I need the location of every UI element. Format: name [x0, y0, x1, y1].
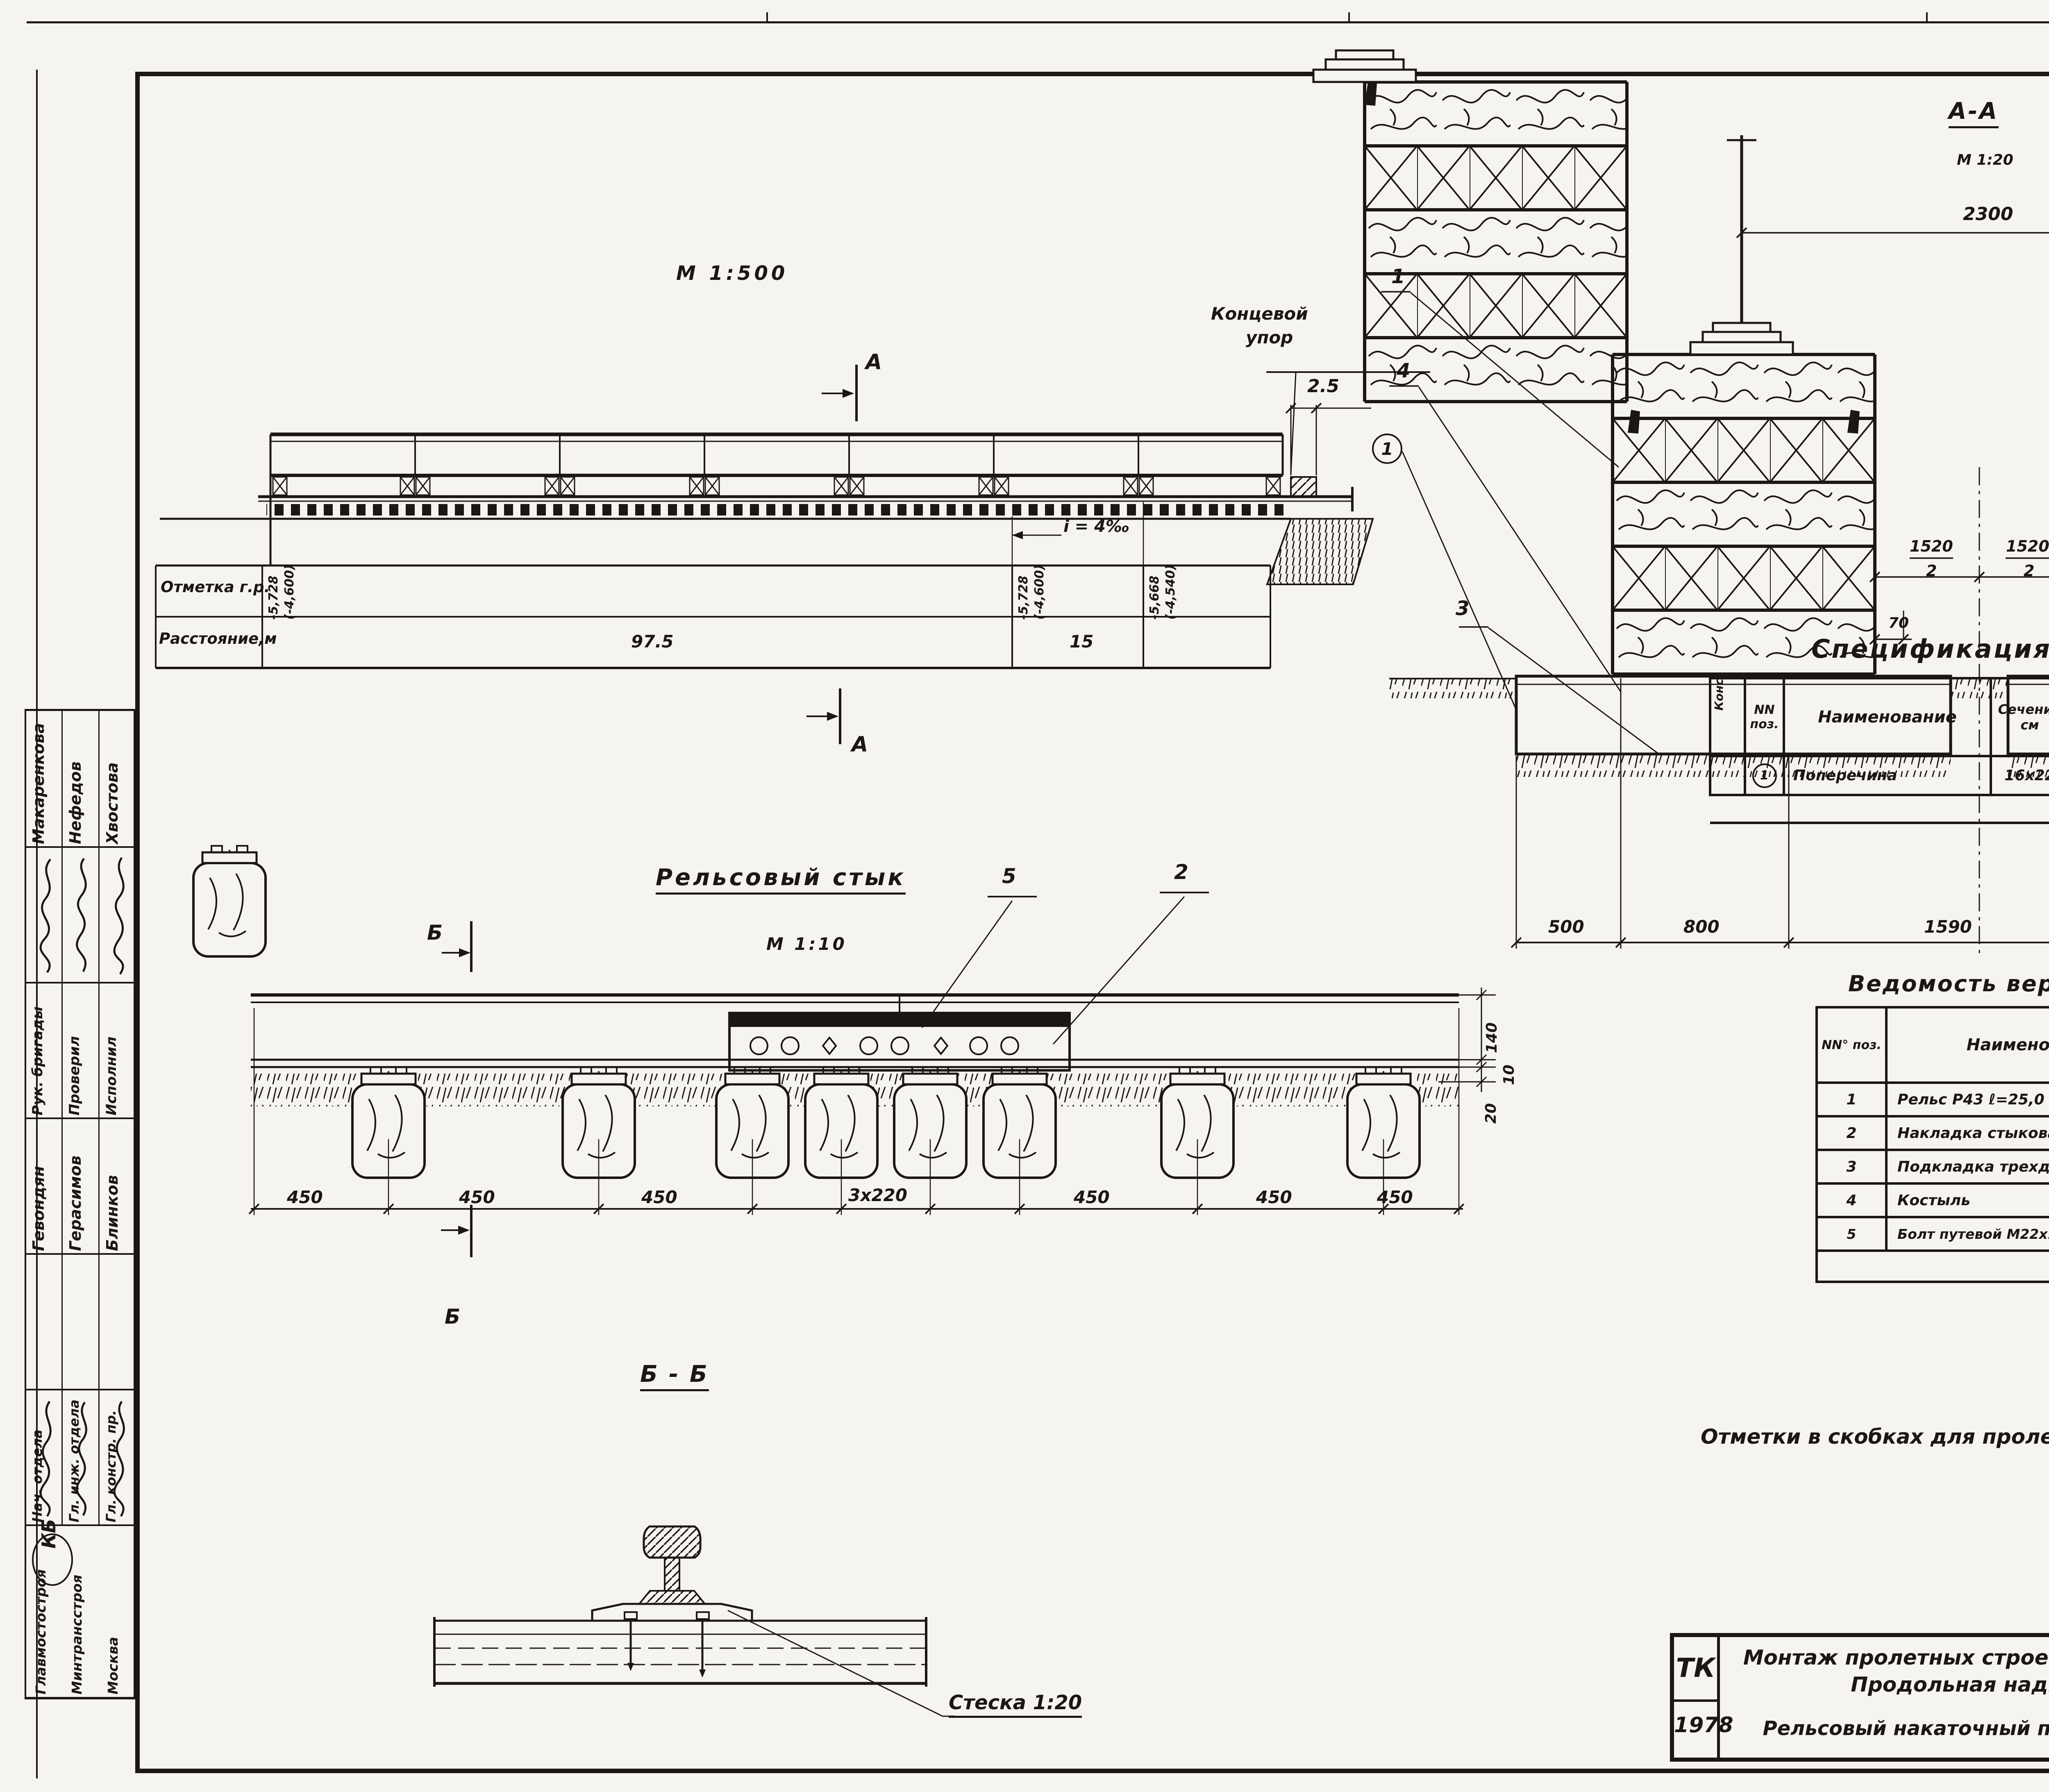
dim-70-left: 70 [1888, 615, 1909, 631]
sheet-left-edge [36, 70, 38, 1778]
elevation-linework [155, 365, 1430, 744]
sidebar-name-2: Нефедов [66, 761, 84, 844]
track-row-5: 5 Болт путевой М22х135 с гайкой 192 0,65… [1815, 1216, 2049, 1252]
sidebar-name-5: Герасимов [66, 1155, 84, 1251]
sheet-top-edge [27, 21, 2049, 23]
dim-450-2: 450 [459, 1187, 495, 1207]
fold-tick-3 [1926, 12, 1928, 21]
dim-450-3: 450 [641, 1187, 677, 1207]
signature-scribble [39, 1401, 52, 1517]
org-line-2: Минтрансстроя [69, 1574, 85, 1694]
row-elevation-label: Отметка г.р. [161, 578, 270, 596]
spec-col-constr: Констр. [1712, 678, 1726, 711]
dim-1520-right: 1520 [2006, 537, 2049, 555]
spec-table-title: Спецификация лесоматериалов [1811, 634, 2049, 664]
spec-cell-name: Поперечина [1783, 755, 1992, 796]
callout-5: 5 [1002, 864, 1016, 888]
section-bb-title: Б - Б [640, 1361, 709, 1392]
section-aa-scale: М 1:20 [1957, 152, 2013, 168]
rail-joint-linework [192, 845, 1496, 1257]
spec-col-pos: NN поз. [1744, 677, 1785, 757]
section-b-letter-bottom: Б [445, 1305, 461, 1329]
title-line-3: Рельсовый накаточный путь на насыпи. [1763, 1717, 2049, 1740]
spec-table: Констр. NN поз. Наименование Сечение см … [1709, 677, 2049, 824]
track-row-2: 2 Накладка стыковая 32 15,6 499 [1815, 1115, 2049, 1151]
fold-tick-1 [766, 12, 768, 21]
dim-1590: 1590 [1924, 917, 1972, 937]
dim-450-6: 450 [1377, 1187, 1413, 1207]
sidebar-role-6: Гл. констр. пр. [103, 1410, 119, 1522]
dim-2300: 2300 [1963, 204, 2013, 225]
signature-scribble [113, 857, 125, 975]
org-logo: КБ [32, 1519, 73, 1586]
row-distance-label: Расстояние,м [159, 630, 277, 647]
sidebar-role-4: Нач. отдела [30, 1429, 45, 1522]
drawing-frame [135, 72, 2049, 1773]
dim-1520-left: 1520 [1910, 537, 1953, 555]
sidebar-name-3: Хвостова [103, 762, 121, 844]
org-line-3: Москва [105, 1637, 121, 1694]
end-stop-label-2: упор [1246, 327, 1293, 347]
distance-value-2: 15 [1070, 631, 1094, 652]
section-bb-linework [433, 1525, 955, 1717]
end-stop-label-1: Концевой [1211, 304, 1308, 324]
spec-col-name: Наименование [1783, 677, 1992, 757]
doc-type: ТК [1676, 1653, 1715, 1683]
title-line-2: Продольная надвижка. [1851, 1673, 2049, 1697]
dim-450-5: 450 [1256, 1187, 1292, 1207]
track-row-4: 4 Костыль 3216 0,38 1220 [1815, 1182, 2049, 1218]
sidebar-name-6: Блинков [103, 1175, 121, 1251]
section-a-letter-top: А [865, 350, 882, 375]
sidebar-name-1: Макаренкова [30, 723, 48, 844]
track-col-name: Наименование [1885, 1006, 2049, 1084]
slope-label: i = 4‰ [1063, 517, 1130, 536]
dim-800-left: 800 [1683, 917, 1720, 937]
dim-3x220: 3х220 [848, 1185, 907, 1205]
dim-450-4: 450 [1074, 1187, 1110, 1207]
section-aa-title: А-А [1949, 98, 1999, 129]
callout-3: 3 [1456, 597, 1470, 620]
fold-tick-2 [1348, 12, 1350, 21]
sidebar-role-1: Рук. бригады [30, 1006, 46, 1115]
track-table: NN° поз. Наименование Кол. шт. Масса кг … [1815, 1006, 2049, 1283]
sidebar-role-2: Проверил [66, 1036, 83, 1115]
dim-450-1: 450 [287, 1187, 323, 1207]
rail-joint-title: Рельсовый стык [656, 864, 906, 895]
section-b-letter-top: Б [427, 921, 443, 945]
callout-circle-1: 1 [1372, 434, 1402, 464]
rail-joint-scale: М 1:10 [766, 934, 847, 954]
dim-end-stop: 2.5 [1307, 376, 1339, 397]
track-col-pos: NN° поз. [1815, 1006, 1888, 1084]
signature-scribble [76, 1401, 87, 1516]
sidebar-role-3: Исполнил [103, 1036, 120, 1115]
spec-cell-pos: 1 [1744, 755, 1785, 796]
elevation-scale-label: М 1:500 [676, 262, 788, 285]
signature-scribble [113, 1401, 125, 1517]
section-a-letter-bottom: А [852, 732, 868, 757]
steska-note: Стеска 1:20 [949, 1691, 1082, 1718]
callout-2: 2 [1174, 860, 1188, 884]
spec-total-label: Итого [1710, 794, 2049, 824]
spec-cell-section: 16х22 [1990, 755, 2049, 796]
track-total-label: Итого: [1815, 1249, 2049, 1283]
track-row-3: 3 Подкладка трехдырная 1072 4,9 5360 [1815, 1149, 2049, 1185]
org-line-1: Главмостостроя [33, 1569, 49, 1694]
title-block: ТК 1978 Монтаж пролетных строений 45,0; … [1670, 1633, 2049, 1762]
bracket-note: Отметки в скобках для пролетных строений… [1701, 1425, 2049, 1449]
sidebar-name-4: Гевондян [30, 1166, 48, 1251]
spec-cell-constr [1709, 755, 1746, 796]
track-table-title: Ведомость верхнего строения пути [1848, 971, 2049, 997]
signature-scribble [76, 858, 87, 972]
sidebar-role-5: Гл. инж. отдела [66, 1399, 82, 1522]
distance-value-1: 97.5 [631, 631, 674, 652]
track-row-1: 1 Рельс Р43 ℓ=25,0 м 18 1115 20115 [1815, 1081, 2049, 1117]
signature-scribble [39, 859, 51, 973]
title-line-1: Монтаж пролетных строений 45,0; 55,0 м [1743, 1646, 2049, 1669]
dim-500: 500 [1548, 917, 1584, 937]
section-aa-linework [1312, 49, 2049, 959]
doc-year: 1978 [1674, 1713, 1733, 1737]
spec-col-section: Сечение см [1990, 677, 2049, 757]
